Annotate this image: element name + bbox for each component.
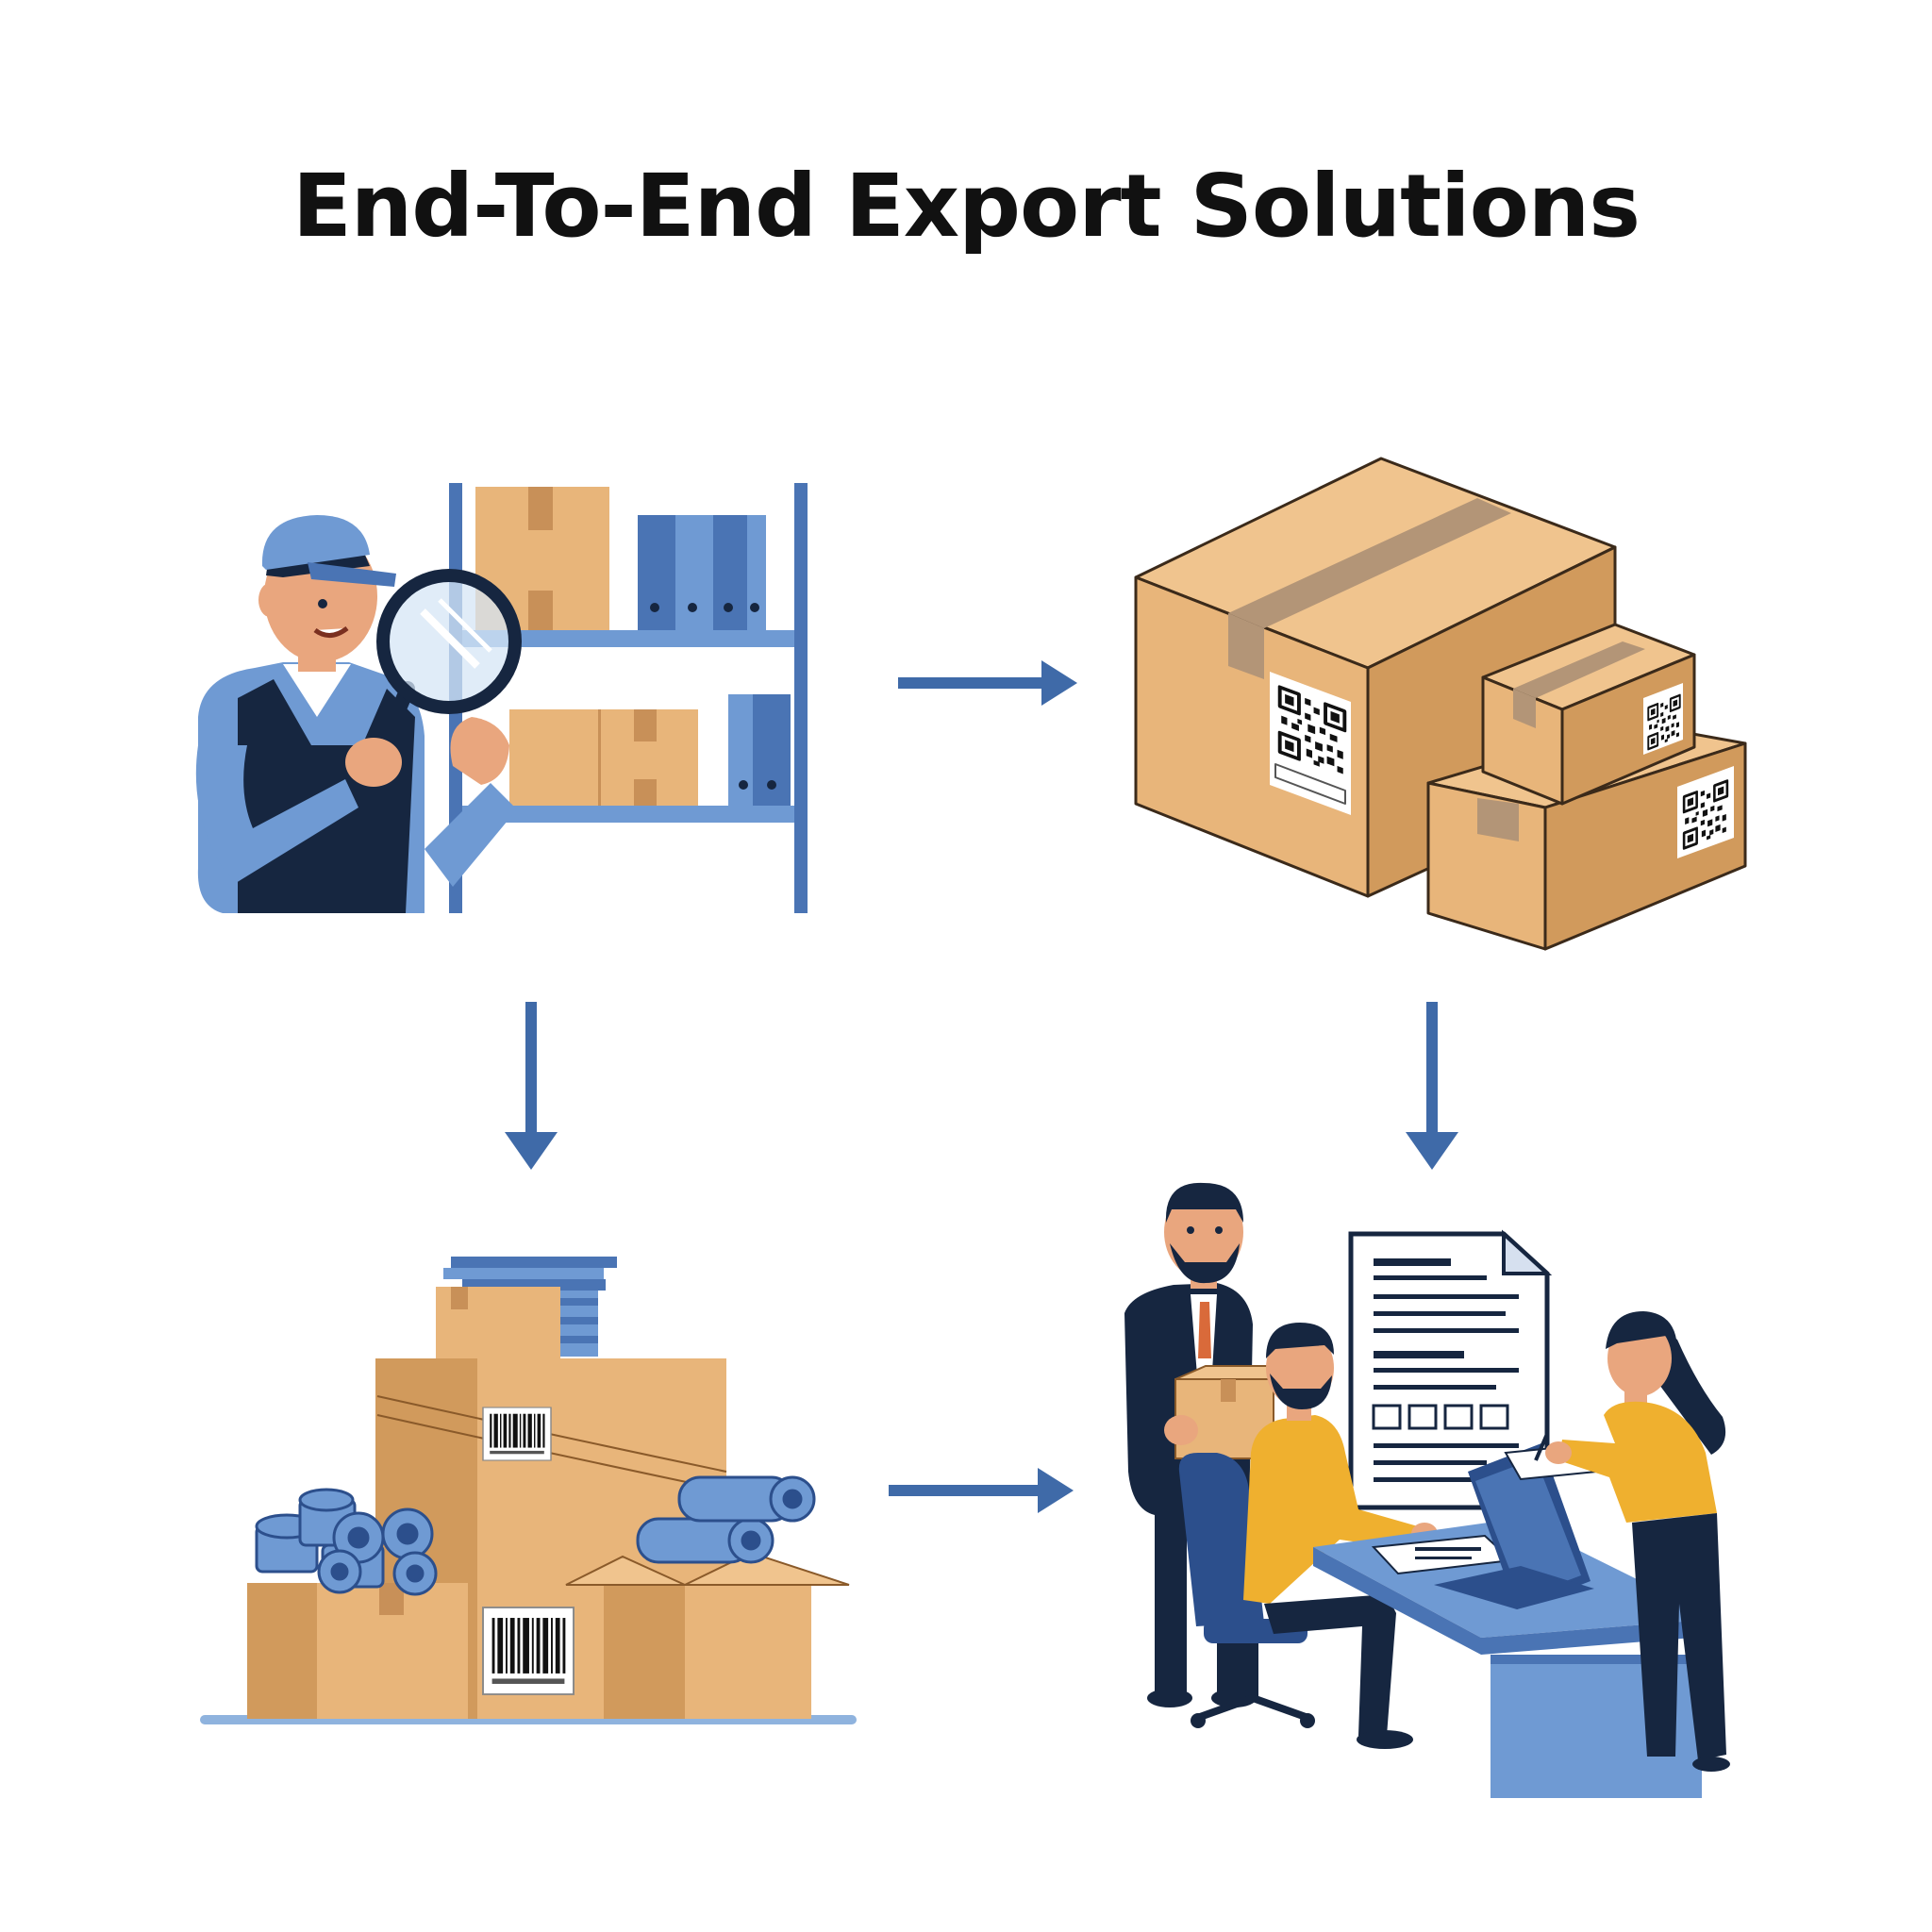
page-title: End-To-End Export Solutions (291, 156, 1641, 257)
labeled-packages-icon (1134, 457, 1747, 951)
arrow-down-icon (505, 1002, 558, 1170)
warehouse-inspection-icon (195, 483, 808, 913)
arrow-right-icon (889, 1468, 1074, 1513)
packed-goods-icon (200, 1257, 857, 1724)
arrow-down-icon (1406, 1002, 1458, 1170)
arrow-right-icon (898, 660, 1077, 706)
export-documentation-office-icon (1124, 1182, 1730, 1798)
